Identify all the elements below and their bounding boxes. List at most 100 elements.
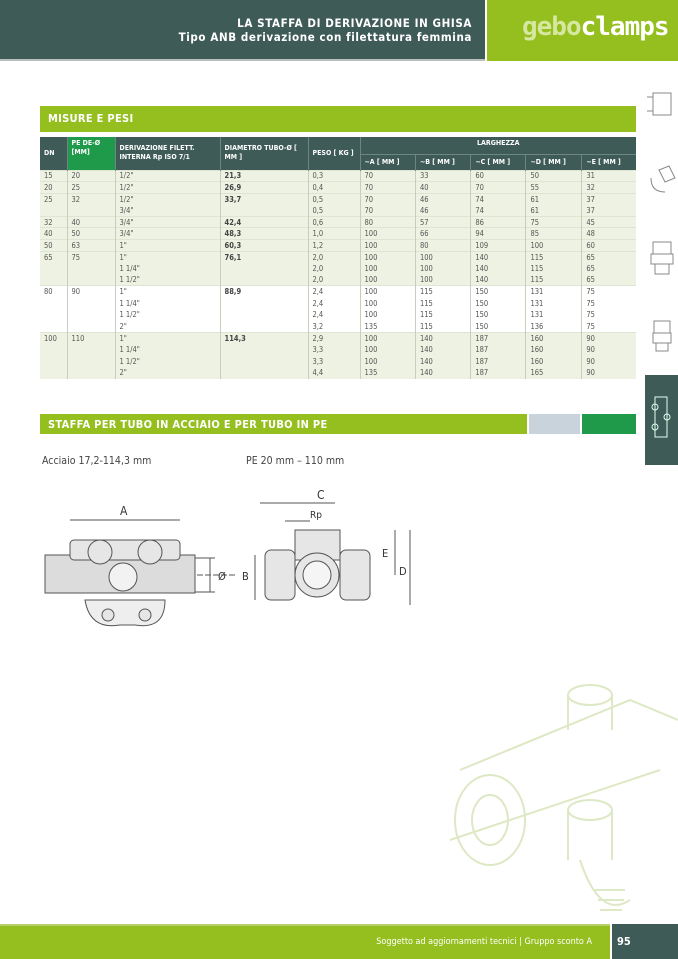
cell-b: 66 <box>414 227 471 240</box>
cell-a: 70 <box>359 204 416 217</box>
cell-dn: 32 <box>40 215 67 228</box>
cell-c: 150 <box>470 309 526 321</box>
footer-note: Soggetto ad aggiornamenti tecnici | Grup… <box>376 937 592 947</box>
cell-dn: 25 <box>40 192 67 205</box>
cell-d: 131 <box>525 297 582 310</box>
cell-d: 160 <box>525 355 582 368</box>
logo-part1: gebo <box>522 12 582 42</box>
cell-empty <box>40 309 67 321</box>
cell-diametro: 21,3 <box>219 169 308 182</box>
cell-peso: 0,5 <box>307 192 360 205</box>
category-tab-clamps-active[interactable] <box>645 375 678 465</box>
cell-diametro: 26,9 <box>219 181 308 194</box>
cell-e: 75 <box>581 297 636 310</box>
cell-empty <box>40 298 67 310</box>
cell-d: 50 <box>525 169 582 182</box>
category-tab-tee[interactable] <box>645 85 678 125</box>
cell-e: 31 <box>581 169 636 182</box>
cell-d: 61 <box>525 204 582 217</box>
cell-derivazione: 1 1/4" <box>114 343 220 356</box>
cell-derivazione: 1/2" <box>114 192 220 205</box>
cell-pe: 20 <box>66 169 115 182</box>
cell-peso: 3,3 <box>307 343 360 356</box>
cell-e: 90 <box>581 367 636 379</box>
cell-a: 100 <box>359 274 416 286</box>
dim-label-d: D <box>399 565 407 578</box>
bar-accent-gray <box>529 414 580 434</box>
cell-d: 61 <box>525 192 582 205</box>
cell-peso: 3,3 <box>307 355 360 368</box>
cell-pe: 50 <box>66 227 115 240</box>
cell-empty <box>219 297 308 310</box>
cell-peso: 2,0 <box>307 250 360 263</box>
cell-d: 165 <box>525 367 582 379</box>
cell-b: 115 <box>414 285 471 298</box>
cell-empty <box>40 204 67 217</box>
col-pe: PE DE-Ø [MM] <box>66 137 115 170</box>
cell-empty <box>66 320 115 333</box>
cell-peso: 1,2 <box>307 239 360 252</box>
cell-peso: 1,0 <box>307 227 360 240</box>
cell-c: 140 <box>470 274 526 286</box>
col-c: ~C [ MM ] <box>470 153 526 170</box>
cell-derivazione: 1" <box>114 331 220 344</box>
cell-c: 187 <box>470 331 526 344</box>
cell-pe: 40 <box>66 215 115 228</box>
cell-b: 100 <box>414 262 471 275</box>
cell-d: 115 <box>525 262 582 275</box>
caption-pe: PE 20 mm – 110 mm <box>246 455 345 467</box>
cell-c: 60 <box>470 169 526 182</box>
tee-fitting-icon <box>647 92 672 116</box>
clamp-front-view-drawing: A Ø <box>44 504 235 627</box>
col-d: ~D [ MM ] <box>525 153 582 170</box>
cell-d: 115 <box>525 274 582 286</box>
cell-e: 45 <box>581 215 636 228</box>
cell-d: 131 <box>525 309 582 321</box>
cell-derivazione: 1 1/2" <box>114 355 220 368</box>
cell-e: 37 <box>581 192 636 205</box>
cell-empty <box>40 321 67 333</box>
cell-empty <box>40 355 67 368</box>
cell-e: 48 <box>581 227 636 240</box>
cell-empty <box>66 262 115 275</box>
cell-peso: 0,3 <box>307 169 360 182</box>
category-tab-connector[interactable] <box>645 315 678 355</box>
cell-a: 100 <box>359 331 416 344</box>
bar-accent-green <box>582 414 636 434</box>
col-peso: PESO [ KG ] <box>307 137 360 170</box>
category-tab-elbow[interactable] <box>645 160 678 200</box>
cell-pe: 90 <box>66 285 115 298</box>
cell-e: 32 <box>581 181 636 194</box>
cell-c: 74 <box>470 192 526 205</box>
header-title-block: LA STAFFA DI DERIVAZIONE IN GHISA Tipo A… <box>179 16 472 44</box>
cell-empty <box>40 262 67 275</box>
cell-b: 140 <box>414 355 471 368</box>
cell-a: 100 <box>359 239 416 252</box>
cell-b: 46 <box>414 192 471 205</box>
cell-diametro: 76,1 <box>219 250 308 263</box>
section-bar-misure: MISURE E PESI <box>40 106 636 132</box>
cell-derivazione: 1 1/2" <box>114 309 220 321</box>
cell-e: 75 <box>581 309 636 321</box>
cell-b: 115 <box>414 320 471 333</box>
cell-derivazione: 1" <box>114 285 220 298</box>
cell-pe: 110 <box>66 331 115 344</box>
category-tab-adapter[interactable] <box>645 238 678 278</box>
col-derivazione: DERIVAZIONE FILETT. INTERNA Rp ISO 7/1 <box>114 137 220 170</box>
cell-c: 109 <box>470 239 526 252</box>
cell-empty <box>66 204 115 217</box>
cell-pe: 63 <box>66 239 115 252</box>
adapter-fitting-icon <box>650 241 674 275</box>
cell-empty <box>40 343 67 356</box>
background-clamp-illustration <box>449 684 678 911</box>
cell-d: 55 <box>525 181 582 194</box>
cell-a: 100 <box>359 227 416 240</box>
cell-empty <box>66 343 115 356</box>
cell-c: 150 <box>470 320 526 333</box>
cell-c: 140 <box>470 262 526 275</box>
